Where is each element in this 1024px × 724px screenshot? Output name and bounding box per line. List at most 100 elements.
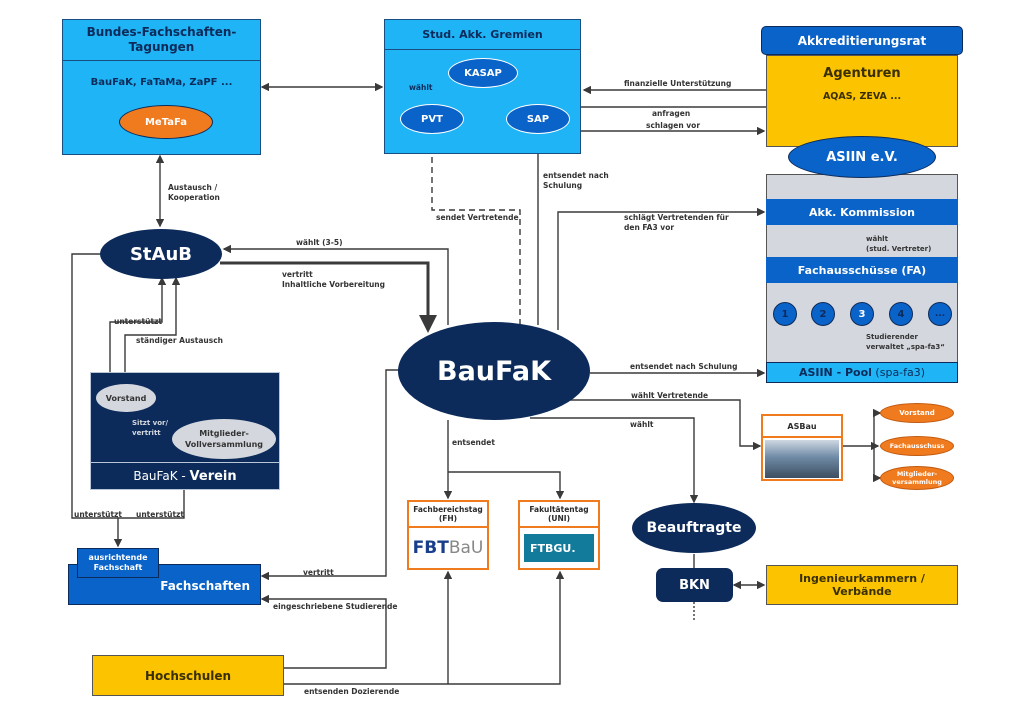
mv-node[interactable]: Mitglieder- Vollversammlung — [172, 419, 276, 459]
akkrat-header[interactable]: Akkreditierungsrat — [761, 26, 963, 55]
kasap-node[interactable]: KASAP — [448, 58, 518, 88]
agenturen-list: AQAS, ZEVA ... — [822, 91, 902, 102]
asbau-vorstand-label: Vorstand — [899, 409, 935, 417]
fa-circle-label: ... — [934, 309, 946, 319]
beauftragte-label: Beauftragte — [646, 520, 742, 536]
ingenieur-label: Ingenieurkammern / Verbände — [799, 572, 925, 598]
sitzt-label: Sitzt vor/ vertritt — [132, 419, 169, 437]
fbt-logo-light: BaU — [448, 538, 484, 558]
fachschaften-title: Fachschaften — [160, 579, 250, 593]
edge-asbau — [560, 399, 762, 451]
staub-label: StAuB — [129, 243, 193, 265]
label-eingeschrieben: eingeschriebene Studierende — [273, 602, 398, 611]
edge-eingeschrieben — [260, 594, 387, 669]
pool-rest: (spa-fa3) — [871, 366, 926, 379]
edge-sendet-vertretende — [427, 136, 521, 325]
label-unterstuetzt-3: unterstützt — [136, 510, 184, 519]
pool-label: ASIIN - Pool (spa-fa3) — [799, 366, 925, 379]
metafa-node[interactable]: MeTaFa — [119, 105, 213, 139]
sap-label: SAP — [526, 113, 550, 125]
asiin-label: ASIIN e.V. — [826, 149, 898, 165]
kommission-waehlt-label: wählt (stud. Vertreter) — [866, 235, 932, 253]
label-vertritt: vertritt — [303, 568, 334, 577]
akkrat-title: Akkreditierungsrat — [797, 33, 927, 48]
metafa-label: MeTaFa — [144, 116, 187, 128]
label-schlagen: schlagen vor — [646, 121, 701, 130]
verein-divider — [91, 462, 279, 463]
label-entsendet-schulung-1: entsendet nach Schulung — [543, 171, 609, 190]
bft-title: Bundes-Fachschaften-Tagungen — [63, 20, 260, 61]
ft-title: Fakultätentag (UNI) — [520, 502, 598, 528]
asbau-vorstand-node[interactable]: Vorstand — [880, 403, 954, 423]
fa-circle-label: 2 — [819, 308, 827, 320]
vorstand-label: Vorstand — [105, 393, 147, 403]
kasap-label: KASAP — [464, 67, 502, 79]
label-schlaegt: schlägt Vertretenden für den FA3 vor — [624, 213, 729, 232]
ingenieur-box[interactable]: Ingenieurkammern / Verbände — [766, 565, 958, 605]
beauftragte-node[interactable]: Beauftragte — [632, 503, 756, 553]
label-staendig: ständiger Austausch — [136, 336, 223, 345]
label-finanziell: finanzielle Unterstützung — [624, 79, 732, 88]
edge-waehlt35 — [222, 244, 449, 325]
fbt-logo-bold: FBT — [412, 538, 449, 558]
label-entsendet-schulung-2: entsendet nach Schulung — [630, 362, 738, 371]
baufak-node[interactable]: BauFaK — [398, 322, 590, 420]
edge-staub-baufak — [220, 261, 437, 333]
vorstand-node[interactable]: Vorstand — [96, 384, 156, 412]
bkn-label: BKN — [679, 577, 710, 593]
hochschulen-box[interactable]: Hochschulen — [92, 655, 284, 696]
fa-label: Fachausschüsse (FA) — [797, 263, 927, 277]
ausrichtende-label: ausrichtende Fachschaft — [88, 553, 148, 572]
asiin-pool-bar[interactable]: ASIIN - Pool (spa-fa3) — [766, 362, 958, 383]
fa-circle-3[interactable]: 3 — [850, 302, 874, 326]
asbau-mv-node[interactable]: Mitglieder- versammlung — [880, 466, 954, 490]
asbau-mv-label: Mitglieder- versammlung — [892, 470, 942, 486]
pvt-node[interactable]: PVT — [400, 104, 464, 134]
label-unterstuetzt-1: unterstützt — [114, 317, 162, 326]
ft-box[interactable]: Fakultätentag (UNI) FTBGU. — [518, 500, 600, 570]
kommission-bar[interactable]: Akk. Kommission — [766, 199, 958, 225]
verein-label-bold: Verein — [189, 468, 237, 484]
edge-beauftragte — [530, 417, 699, 504]
label-entsendet: entsendet — [452, 438, 495, 447]
asbau-box[interactable]: ASBau — [761, 414, 843, 481]
label-sendet-vertretende: sendet Vertretende — [436, 213, 519, 222]
bkn-box[interactable]: BKN — [656, 568, 733, 602]
hochschulen-label: Hochschulen — [144, 668, 232, 683]
fa-circle-4[interactable]: 4 — [889, 302, 913, 326]
agenturen-box[interactable]: Agenturen AQAS, ZEVA ... — [766, 55, 958, 147]
asbau-fachausschuss-node[interactable]: Fachausschuss — [880, 436, 954, 456]
edge-schlaegt — [557, 207, 766, 330]
verein-label: BauFaK - Verein — [91, 463, 279, 489]
edge-vertritt — [260, 369, 402, 581]
edge-staendig — [124, 276, 181, 380]
kommission-label: Akk. Kommission — [809, 205, 915, 219]
ausrichtende-box[interactable]: ausrichtende Fachschaft — [77, 548, 159, 578]
fa-circle-more[interactable]: ... — [928, 302, 952, 326]
asbau-fachausschuss-label: Fachausschuss — [889, 442, 945, 450]
fa-circle-1[interactable]: 1 — [773, 302, 797, 326]
bft-box: Bundes-Fachschaften-Tagungen BauFaK, FaT… — [62, 19, 261, 155]
label-waehlt35: wählt (3-5) — [296, 238, 343, 247]
gremien-waehlt-label: wählt — [409, 83, 433, 92]
label-waehlt-vertretende: wählt Vertretende — [631, 391, 709, 400]
fa-circle-label: 4 — [897, 308, 905, 320]
staub-node[interactable]: StAuB — [100, 229, 222, 279]
label-anfragen: anfragen — [652, 109, 691, 118]
asiin-node[interactable]: ASIIN e.V. — [788, 136, 936, 178]
fa-bar[interactable]: Fachausschüsse (FA) — [766, 257, 958, 283]
studierender-label: Studierender verwaltet „spa-fa3“ — [866, 333, 945, 351]
verein-label-plain: BauFaK - — [133, 469, 190, 483]
bft-list: BauFaK, FaTaMa, ZaPF ... — [90, 77, 233, 88]
fbt-title: Fachbereichstag (FH) — [409, 502, 487, 528]
label-vertritt-inhalt: vertritt Inhaltliche Vorbereitung — [282, 270, 386, 289]
sap-node[interactable]: SAP — [506, 104, 570, 134]
ft-logo-text: FTBGU. — [530, 541, 576, 555]
fa-circle-label: 1 — [781, 308, 789, 320]
mv-label: Mitglieder- Vollversammlung — [184, 429, 263, 449]
label-waehlt: wählt — [630, 420, 654, 429]
fa-circle-label: 3 — [858, 308, 866, 320]
fa-circle-2[interactable]: 2 — [811, 302, 835, 326]
